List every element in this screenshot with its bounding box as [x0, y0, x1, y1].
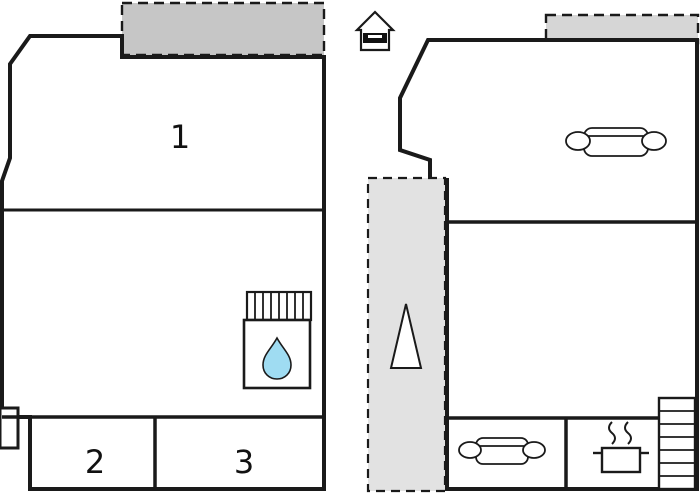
steam-line-right [624, 421, 632, 445]
staircase-steps [254, 292, 304, 320]
balcony-terrace [120, 1, 326, 57]
right-floor-plan [366, 13, 700, 493]
couch-armrest-left [458, 441, 482, 459]
entry-closet [0, 406, 20, 450]
stairs-direction-arrow-icon [389, 303, 423, 369]
shelf-rungs [659, 410, 695, 477]
bathroom [242, 318, 312, 390]
shelf-unit-icon [657, 396, 697, 491]
stairwell [366, 176, 447, 493]
house-icon-window [368, 35, 382, 38]
house-icon-outline [354, 10, 396, 52]
room-label-2: 2 [85, 443, 105, 481]
sofa-seat [583, 127, 649, 157]
pot-body [600, 446, 642, 474]
shelf-outline [657, 396, 697, 491]
sofa-icon [565, 127, 667, 157]
room-label-1: 1 [170, 118, 190, 156]
staircase-icon [245, 290, 313, 322]
water-drop-icon [262, 336, 292, 380]
couch-icon [458, 437, 546, 465]
left-floor-outline [0, 34, 326, 491]
couch-armrest-right [522, 441, 546, 459]
room-label-3: 3 [234, 443, 254, 481]
steam-line-left [608, 421, 616, 445]
couch-seat [475, 437, 529, 465]
stove-pot-icon [593, 421, 649, 474]
sofa-armrest-right [641, 131, 667, 151]
sofa-armrest-left [565, 131, 591, 151]
left-floor-plan: 1 2 3 [0, 1, 326, 491]
house-icon [354, 10, 396, 52]
